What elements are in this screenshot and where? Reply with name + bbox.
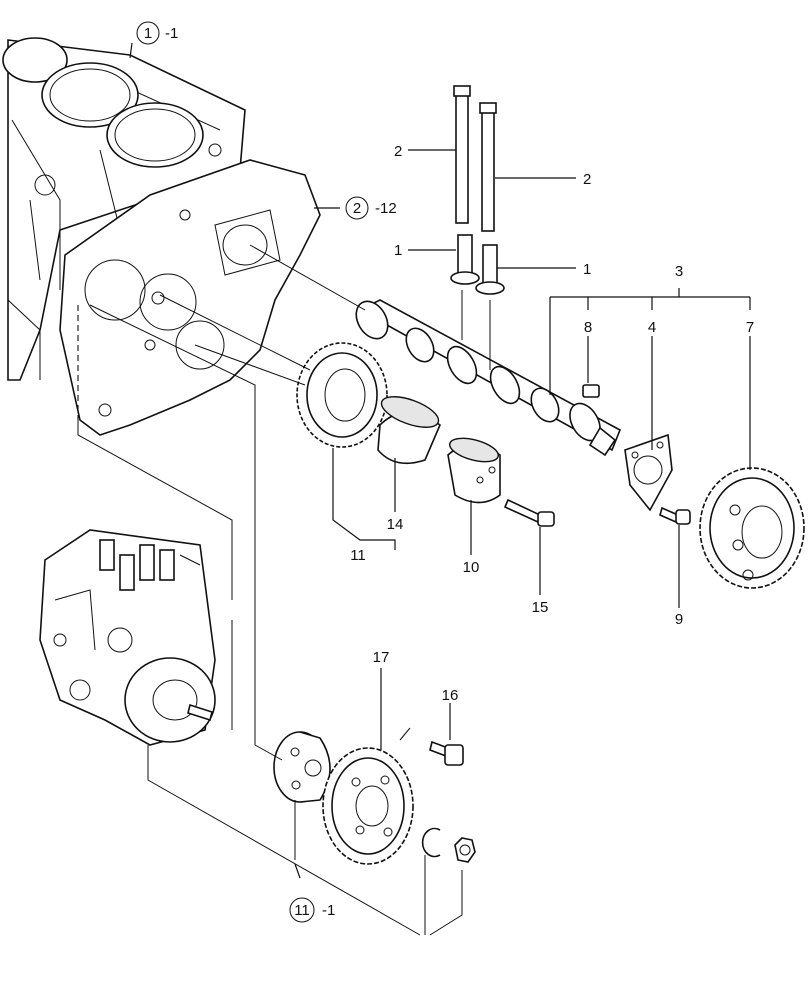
label-17: 17 (373, 649, 390, 666)
bolt-9 (659, 506, 691, 525)
label-11: 11 (350, 547, 366, 564)
label-2-right: 2 (583, 171, 591, 188)
fuel-pump-gear (322, 747, 414, 865)
label-3: 3 (675, 263, 683, 280)
label-1-right: 1 (583, 261, 591, 278)
part-labels: 2 2 1 1 3 8 4 7 14 11 10 15 9 17 16 (350, 143, 754, 704)
tappet-left (450, 234, 480, 285)
leader-lines (129, 42, 751, 879)
callout-11-suffix: -1 (322, 902, 335, 919)
fuel-injection-pump (39, 529, 216, 746)
thrust-plate (624, 433, 673, 512)
label-7: 7 (746, 319, 754, 336)
label-10: 10 (463, 559, 480, 576)
idle-gear-shaft (447, 437, 501, 504)
label-14: 14 (387, 516, 404, 533)
tappet-right (475, 244, 505, 295)
gasket (59, 159, 321, 436)
bushing (377, 396, 441, 465)
callout-11-1: 11 -1 (289, 897, 335, 923)
push-rod-right (479, 102, 497, 232)
callout-2-suffix: -12 (375, 200, 397, 217)
label-4: 4 (648, 319, 656, 336)
camshaft (355, 299, 622, 457)
lock-washer (421, 827, 441, 858)
bolt-15 (503, 498, 555, 527)
assembly-lines (77, 244, 491, 936)
cylinder-block (2, 37, 246, 381)
push-rod-left (453, 85, 471, 224)
callout-2-number: 2 (353, 200, 361, 217)
camshaft-gear (699, 467, 805, 589)
callout-11-number: 11 (294, 902, 310, 919)
pump-drive-flange (273, 731, 331, 803)
label-9: 9 (675, 611, 683, 628)
callout-2-12: 2 -12 (345, 196, 397, 220)
hex-nut (454, 837, 476, 863)
key (582, 384, 600, 398)
callout-1-suffix: -1 (165, 25, 178, 42)
label-15: 15 (532, 599, 549, 616)
label-8: 8 (584, 319, 592, 336)
bolt-16 (429, 740, 464, 766)
idle-gear (296, 342, 388, 448)
callout-1-number: 1 (144, 25, 152, 42)
callout-1-1: 1 -1 (136, 21, 178, 45)
label-16: 16 (442, 687, 459, 704)
label-2-left: 2 (394, 143, 402, 160)
label-1-left: 1 (394, 242, 402, 259)
